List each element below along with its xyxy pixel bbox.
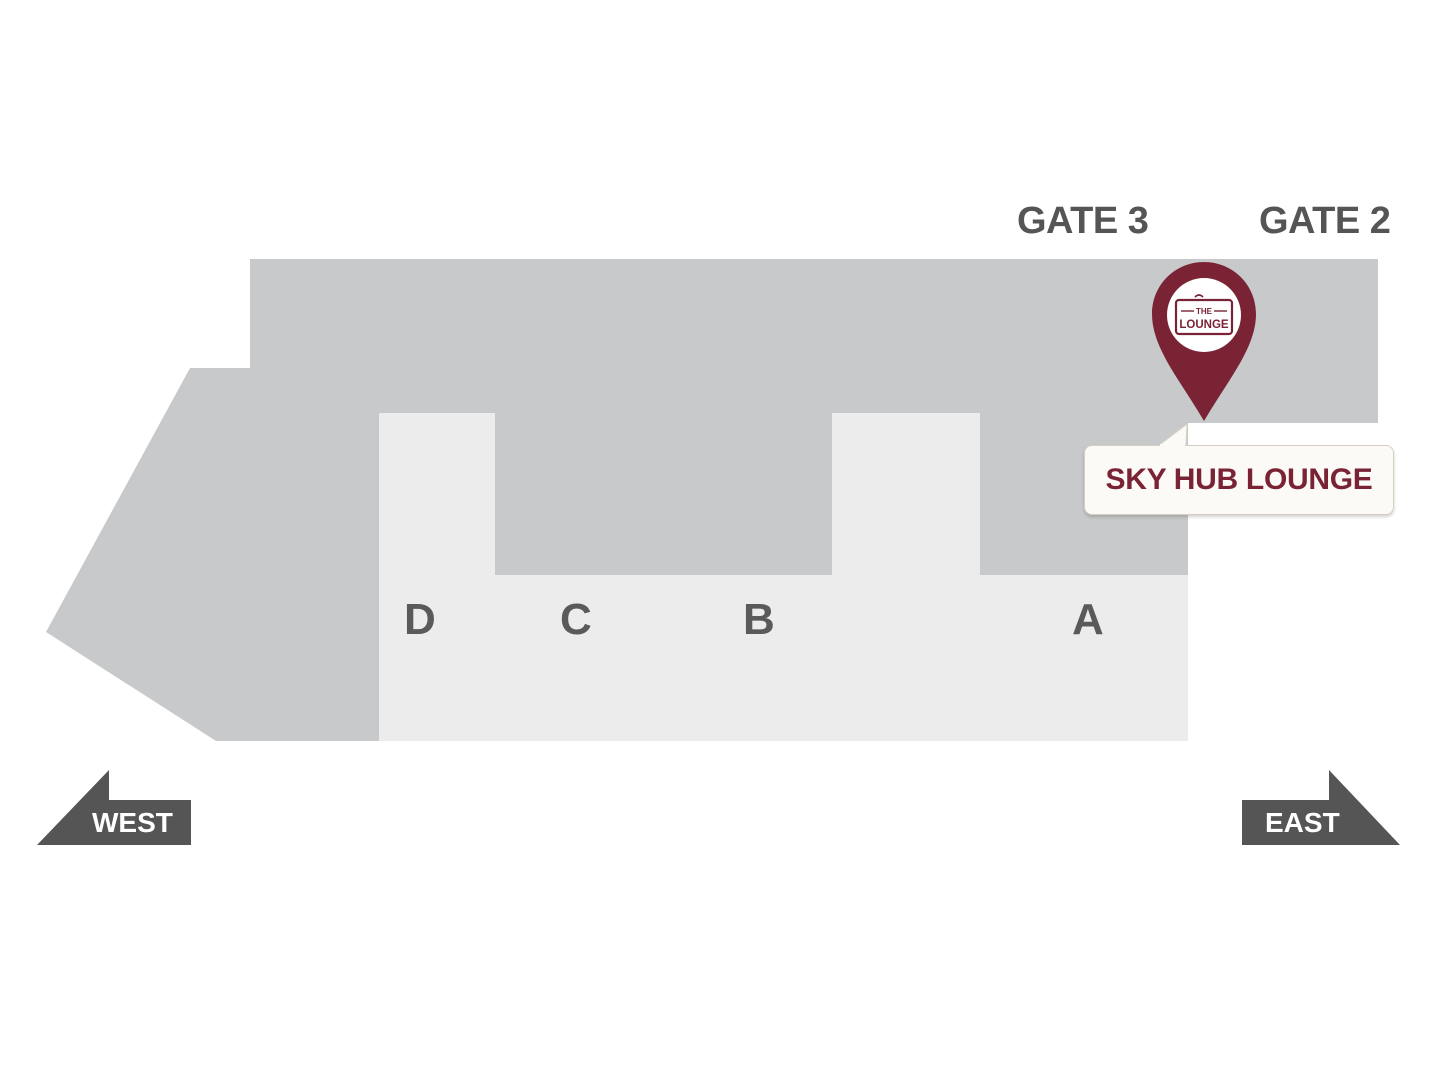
gate-3-label: GATE 3: [1017, 200, 1149, 242]
zone-b-label: B: [743, 595, 775, 644]
zone-c-label: C: [560, 595, 592, 644]
lounge-callout[interactable]: SKY HUB LOUNGE: [1084, 445, 1394, 515]
zone-d-label: D: [404, 595, 436, 644]
east-arrow-icon: [1242, 770, 1400, 845]
lounge-name: SKY HUB LOUNGE: [1105, 463, 1373, 496]
lounge-logo-top-text: THE: [1196, 307, 1213, 316]
lounge-logo-main-text: LOUNGE: [1179, 319, 1229, 331]
east-label: EAST: [1265, 807, 1340, 838]
gate-2-label: GATE 2: [1259, 200, 1391, 242]
zone-a-label: A: [1072, 595, 1104, 644]
pier-area: [379, 413, 1188, 741]
lounge-logo-icon: THE LOUNGE: [1174, 294, 1234, 336]
callout-pointer-seam: [1160, 444, 1185, 447]
lounge-pin-icon[interactable]: THE LOUNGE: [1152, 262, 1256, 421]
west-label: WEST: [92, 807, 173, 838]
west-arrow-icon: [37, 770, 191, 845]
